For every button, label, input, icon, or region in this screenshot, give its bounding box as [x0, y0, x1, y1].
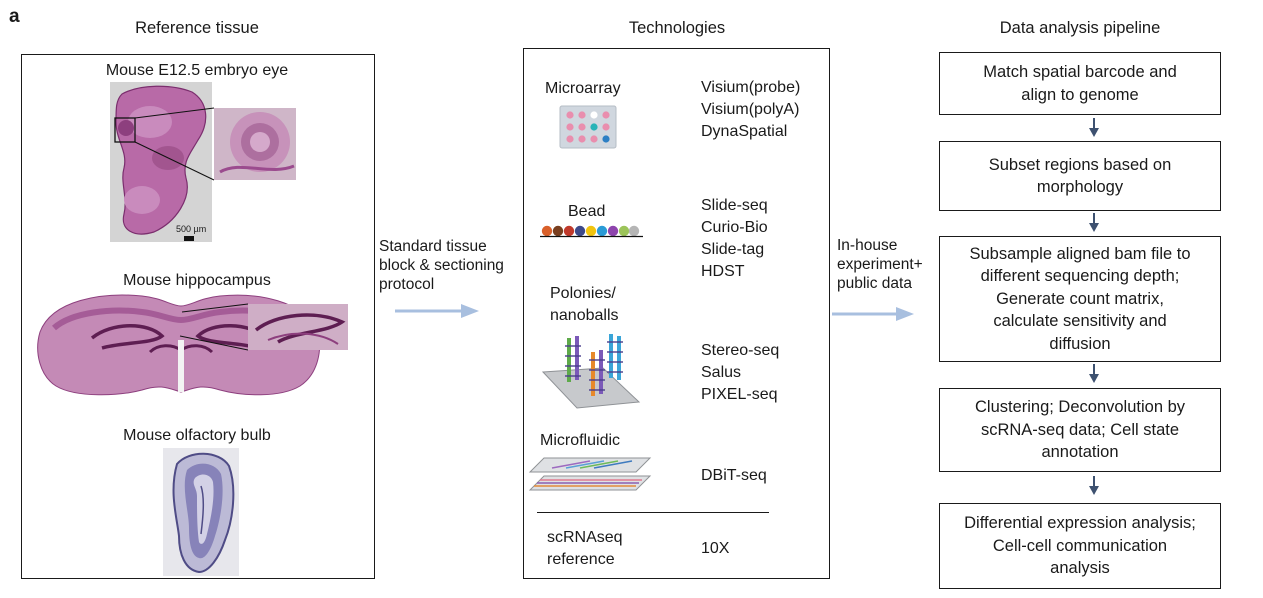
- tissue-label-hippocampus: Mouse hippocampus: [123, 272, 271, 289]
- pipeline-step-1: Match spatial barcode and align to genom…: [939, 52, 1221, 115]
- pipeline-step-5-line-3: analysis: [1050, 559, 1110, 578]
- tech-item-pixel-seq: PIXEL-seq: [701, 386, 778, 403]
- hippocampus-section-image: [37, 294, 348, 396]
- tech-label-bead: Bead: [568, 203, 606, 220]
- section-title-pipeline: Data analysis pipeline: [999, 19, 1161, 37]
- tech-label-scrnaseq: scRNAseq: [547, 529, 623, 546]
- pipeline-step-3: Subsample aligned bam file to different …: [939, 236, 1221, 362]
- tech-label-reference: reference: [547, 551, 615, 568]
- scale-bar-label: 500 µm: [176, 224, 207, 234]
- pipeline-step-2-line-1: Subset regions based on: [988, 155, 1172, 174]
- section-title-technologies: Technologies: [628, 19, 726, 37]
- flow-text-1-line3: protocol: [379, 276, 435, 293]
- bead-icon: [540, 225, 643, 238]
- microfluidic-icon: [528, 457, 652, 491]
- tech-item-slide-seq: Slide-seq: [701, 197, 768, 214]
- flow-text-1-line2: block & sectioning: [379, 257, 504, 274]
- tech-item-dynaspatial: DynaSpatial: [701, 123, 788, 140]
- tech-item-dbit-seq: DBiT-seq: [701, 467, 767, 484]
- tech-item-salus: Salus: [701, 364, 742, 381]
- panel-letter: a: [9, 6, 20, 27]
- pipeline-step-4-line-1: Clustering; Deconvolution by: [974, 398, 1186, 417]
- pipeline-step-2-line-2: morphology: [1036, 178, 1124, 196]
- pipeline-step-4: Clustering; Deconvolution by scRNA-seq d…: [939, 388, 1221, 472]
- tech-label-polonies: Polonies/: [550, 285, 616, 302]
- tech-item-visium-polya: Visium(polyA): [701, 101, 800, 118]
- pipeline-step-4-line-3: annotation: [1041, 443, 1119, 462]
- pipeline-arrow-1: [1089, 118, 1099, 137]
- pipeline-step-5-line-2: Cell-cell communication: [992, 536, 1168, 555]
- pipeline-step-1-line-2: align to genome: [1021, 85, 1139, 104]
- tech-divider: [537, 512, 769, 514]
- flow-text-2-line2: experiment+: [837, 256, 923, 273]
- tissue-label-olfactory: Mouse olfactory bulb: [123, 427, 271, 444]
- pipeline-step-4-line-2: scRNA-seq data; Cell state: [980, 420, 1180, 439]
- flow-text-1-line1: Standard tissue: [379, 238, 487, 255]
- pipeline-step-5: Differential expression analysis; Cell-c…: [939, 503, 1221, 589]
- tech-label-microarray: Microarray: [545, 80, 621, 97]
- flow-arrow-1: [395, 304, 479, 318]
- pipeline-arrow-4: [1089, 476, 1099, 495]
- tech-label-nanoballs: nanoballs: [550, 307, 619, 324]
- flow-text-2-line1: In-house: [837, 237, 898, 254]
- tech-item-visium-probe: Visium(probe): [701, 79, 801, 96]
- section-title-reference: Reference tissue: [135, 19, 259, 37]
- pipeline-step-3-line-2: different sequencing depth;: [980, 267, 1180, 286]
- tech-item-slide-tag: Slide-tag: [701, 241, 765, 258]
- polonies-icon: [541, 334, 641, 409]
- pipeline-step-2: Subset regions based on morphology: [939, 141, 1221, 211]
- olfactory-bulb-image: [163, 448, 239, 576]
- tech-label-microfluidic: Microfluidic: [540, 432, 621, 449]
- tech-item-hdst: HDST: [701, 263, 745, 280]
- pipeline-step-5-line-1: Differential expression analysis;: [964, 514, 1196, 533]
- pipeline-step-3-line-4: calculate sensitivity and: [993, 312, 1167, 331]
- tissue-label-embryo: Mouse E12.5 embryo eye: [105, 62, 289, 79]
- pipeline-arrow-3: [1089, 364, 1099, 383]
- pipeline-step-1-line-1: Match spatial barcode and: [983, 63, 1177, 81]
- pipeline-step-3-line-1: Subsample aligned bam file to: [969, 244, 1191, 263]
- embryo-section-image: [110, 82, 296, 242]
- tech-item-10x: 10X: [701, 540, 730, 557]
- pipeline-arrow-2: [1089, 213, 1099, 232]
- flow-text-2-line3: public data: [837, 275, 912, 292]
- pipeline-step-3-line-3: Generate count matrix,: [996, 289, 1164, 308]
- pipeline-step-3-line-5: diffusion: [1049, 334, 1111, 353]
- tech-item-stereo-seq: Stereo-seq: [701, 342, 780, 359]
- microarray-icon: [559, 105, 617, 149]
- flow-arrow-2: [832, 307, 914, 321]
- tech-item-curio-bio: Curio-Bio: [701, 219, 768, 236]
